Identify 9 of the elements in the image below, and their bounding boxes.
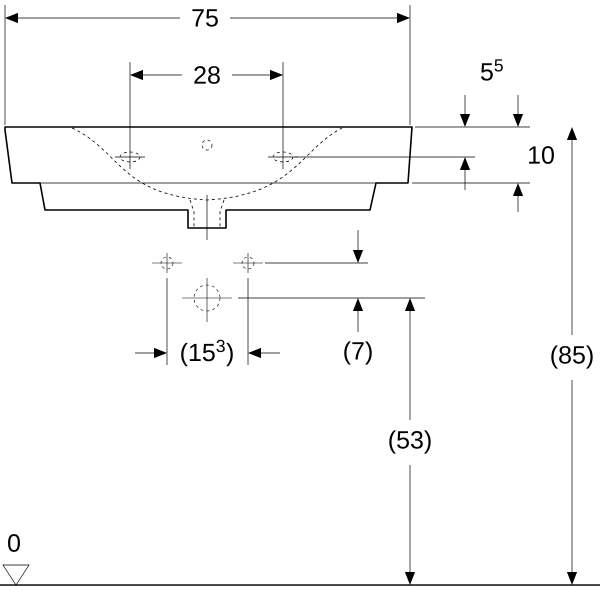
dimension-label: 10 <box>529 146 554 164</box>
dimension-label: 28 <box>194 66 220 84</box>
dimension-label: 0 <box>8 534 20 552</box>
dimension-label: (15$^{3}$) <box>181 340 233 366</box>
dimension-label: 5$^{5}$ <box>480 59 503 81</box>
dimension-label: (7) <box>344 341 372 365</box>
dimension-label: (85) <box>551 345 593 369</box>
dimension-label: (53) <box>389 430 431 454</box>
dimension-label: 75 <box>192 9 218 27</box>
